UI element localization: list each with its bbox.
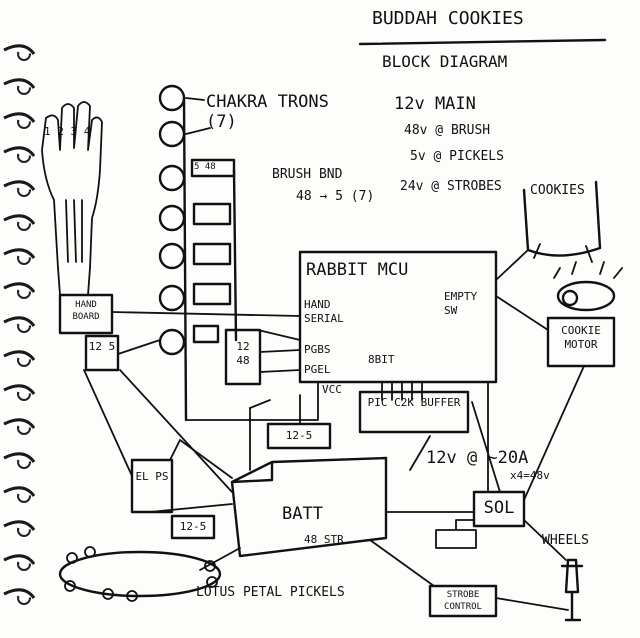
reg-12-5-box (266, 422, 332, 450)
binding-ring (3, 486, 36, 503)
binding-ring (3, 78, 36, 95)
binding-ring (3, 214, 36, 231)
bit8-label: 8BIT (368, 353, 395, 366)
chakra-trons-label: CHAKRA TRONS (7) (206, 92, 329, 133)
el-ps-label: EL PS (135, 470, 169, 483)
binding-ring (3, 180, 36, 197)
wiring (83, 249, 585, 611)
strobe-control-box (428, 584, 498, 618)
lotus-petal-loop (58, 550, 222, 598)
binding-ring (3, 316, 36, 333)
chakra-tron (158, 164, 186, 192)
cookies-label: COOKIES (530, 183, 585, 198)
binding-ring (3, 350, 36, 367)
hand-board-box (58, 293, 114, 335)
binding-ring (3, 452, 36, 469)
reg-12-48-label: 12 48 (236, 340, 250, 368)
cookie-motor-label: COOKIE MOTOR (561, 324, 601, 352)
brush-driver (192, 202, 232, 226)
sol-box (472, 490, 526, 528)
binding-ring (3, 554, 36, 571)
power-note: 48v @ BRUSH (404, 123, 491, 138)
lotus-petal-label: LOTUS PETAL PICKELS (196, 585, 345, 600)
binding-ring (3, 44, 36, 61)
binding-ring (3, 418, 36, 435)
pic-buffer-label: PIC C2K BUFFER (367, 396, 461, 409)
pic-buffer-box (358, 390, 470, 434)
cookie-funnel (522, 180, 602, 257)
hand-drawing (41, 101, 103, 296)
cookie-motor-hub (561, 289, 579, 307)
binding-ring (3, 146, 36, 163)
chakra-label-leader (185, 127, 211, 135)
chakra-tron (158, 242, 186, 270)
spiral-binding (3, 44, 36, 605)
battery-sub-label: 48 STR (304, 533, 344, 546)
chakra-tron (158, 84, 186, 112)
page-title: BUDDAH COOKIES (372, 8, 524, 29)
brush-driver (192, 282, 232, 306)
binding-ring (3, 588, 36, 605)
wire-hand-serial (111, 311, 301, 317)
mcu-title: RABBIT MCU (306, 260, 409, 280)
brush-ratio-label: 48 → 5 (7) (296, 189, 375, 204)
pgbs-label: PGBS (304, 343, 331, 356)
reg-12-5-low-box (170, 514, 216, 540)
reg-12-48-box (224, 328, 262, 386)
battery-label: BATT (282, 504, 323, 524)
lotus-petal-dots (64, 546, 218, 602)
finger-numbers: 1 2 3 4 (44, 125, 91, 138)
cookie-motor-drum (556, 280, 616, 312)
power-note: 5v @ PICKELS (410, 149, 504, 164)
reg-12-5-low-label: 12-5 (179, 520, 207, 533)
sol-label: SOL (483, 498, 515, 518)
power-bus-label: 12v @ ~20A (426, 448, 529, 468)
brush-driver-column (190, 158, 238, 344)
chakra-tron-column (158, 84, 188, 422)
cookie-motor-sparks (553, 261, 623, 279)
binding-ring (3, 248, 36, 265)
el-ps-box (130, 458, 174, 514)
wheel-drawing (560, 558, 584, 622)
binding-ring (3, 384, 36, 401)
binding-ring (3, 282, 36, 299)
hand-board-label: HAND BOARD (72, 300, 100, 322)
sol-aux-box (435, 529, 477, 549)
title-underline (358, 38, 607, 46)
power-bus-extra-label: x4=48v (510, 469, 550, 482)
pgel-label: PGEL (304, 363, 331, 376)
chakra-tron (158, 120, 186, 148)
page-subtitle: BLOCK DIAGRAM (382, 52, 508, 71)
brush-driver (192, 242, 232, 266)
hand-serial-label: HAND SERIAL (304, 298, 344, 326)
chakra-label-leader (185, 97, 205, 101)
brush-bnd-label: BRUSH BND (272, 167, 343, 182)
brush-chip-label: 5 48 (194, 162, 216, 172)
power-note: 24v @ STROBES (400, 179, 502, 194)
binding-ring (3, 520, 36, 537)
brush-driver-chip (190, 158, 236, 178)
wheels-label: WHEELS (542, 533, 589, 548)
chakra-tron (158, 328, 186, 356)
cookie-funnel-legs (533, 243, 593, 263)
power-note: 12v MAIN (394, 94, 476, 114)
hand-regulator-box (84, 334, 120, 372)
empty-sw-label: EMPTY SW (444, 290, 478, 318)
chakra-tron (158, 284, 186, 312)
vcc-label: VCC (322, 383, 342, 396)
hand-regulator-label: 12 5 (88, 340, 116, 353)
binding-ring (3, 112, 36, 129)
cookie-motor-box (546, 316, 616, 368)
strobe-control-label: STROBE CONTROL (444, 590, 482, 612)
chakra-tron (158, 204, 186, 232)
battery-box (230, 456, 388, 558)
reg-12-5-label: 12-5 (285, 429, 313, 442)
brush-driver (192, 324, 220, 344)
